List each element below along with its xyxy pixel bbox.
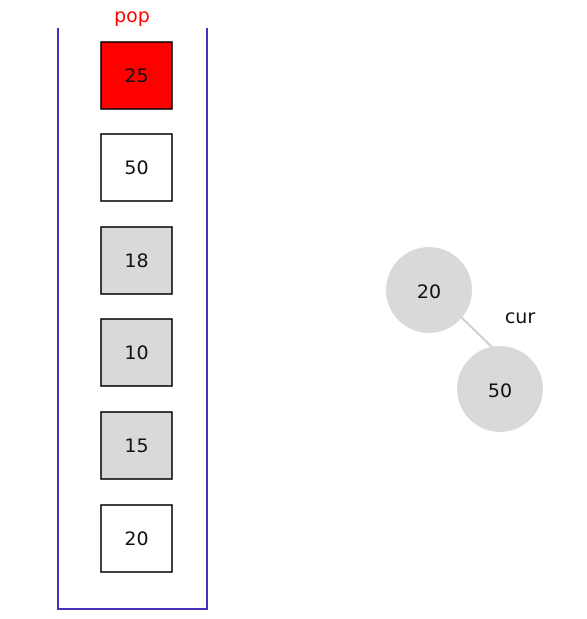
stack-item-box — [100, 411, 173, 480]
tree-node-value: 20 — [417, 281, 441, 303]
tree-node-circle — [386, 247, 472, 333]
stack-item-box — [100, 133, 173, 202]
stack-container — [57, 28, 208, 610]
tree-edge — [460, 316, 495, 350]
stack-item-value: 50 — [124, 157, 148, 179]
stack-item-value: 18 — [124, 250, 148, 272]
stack-item-value: 15 — [124, 435, 148, 457]
stack-item: 25 — [100, 41, 173, 110]
tree-node: 20 — [386, 247, 472, 333]
stack-item-box — [100, 226, 173, 295]
stack-item-value: 10 — [124, 342, 148, 364]
stack-item: 18 — [100, 226, 173, 295]
stack-item: 10 — [100, 318, 173, 387]
tree-node-value: 50 — [488, 380, 512, 402]
tree-node: 50 — [457, 346, 543, 432]
stack-item: 50 — [100, 133, 173, 202]
stack-item-value: 25 — [124, 65, 148, 87]
stack-item-box — [100, 504, 173, 573]
stack-item-box — [100, 41, 173, 110]
pop-label: pop — [114, 5, 150, 27]
stack-item: 20 — [100, 504, 173, 573]
stack-item: 15 — [100, 411, 173, 480]
stack-item-value: 20 — [124, 528, 148, 550]
cur-pointer-label: cur — [505, 306, 535, 328]
tree-node-circle — [457, 346, 543, 432]
stack-item-box — [100, 318, 173, 387]
